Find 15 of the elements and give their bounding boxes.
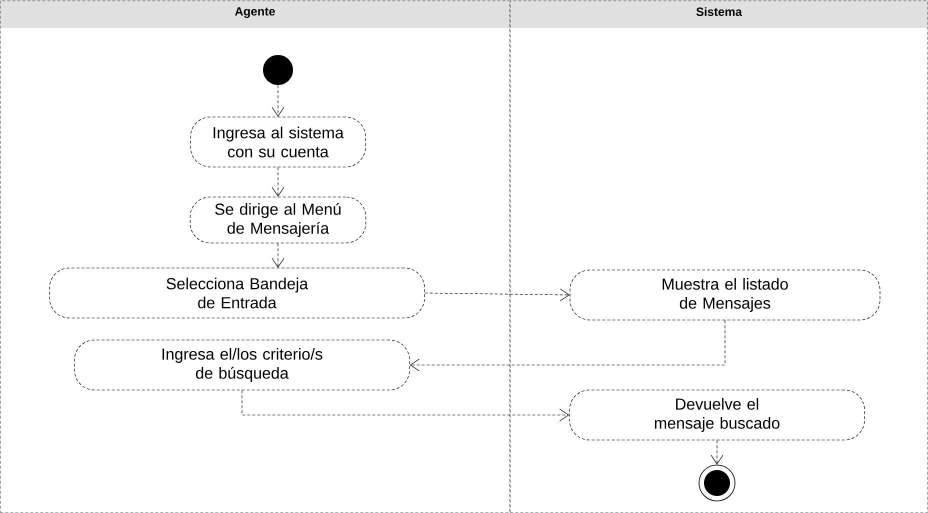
arrow [424,288,570,302]
arrow [272,243,284,268]
arrow [710,440,724,465]
activity-box: Selecciona Bandeja de Entrada [49,268,425,318]
arrow [410,320,726,372]
arrow [272,167,284,197]
activity-box: Muestra el listado de Mensajes [570,270,880,320]
arrow [242,390,570,422]
activity-box: Devuelve el mensaje buscado [569,390,865,440]
arrow [272,84,284,117]
activity-box: Ingresa el/los criterio/s de búsqueda [74,340,410,390]
final-node [698,464,736,502]
activity-box: Ingresa al sistema con su cuenta [190,116,366,168]
activity-box: Se dirige al Menú de Mensajería [190,196,366,244]
initial-node [263,55,293,85]
